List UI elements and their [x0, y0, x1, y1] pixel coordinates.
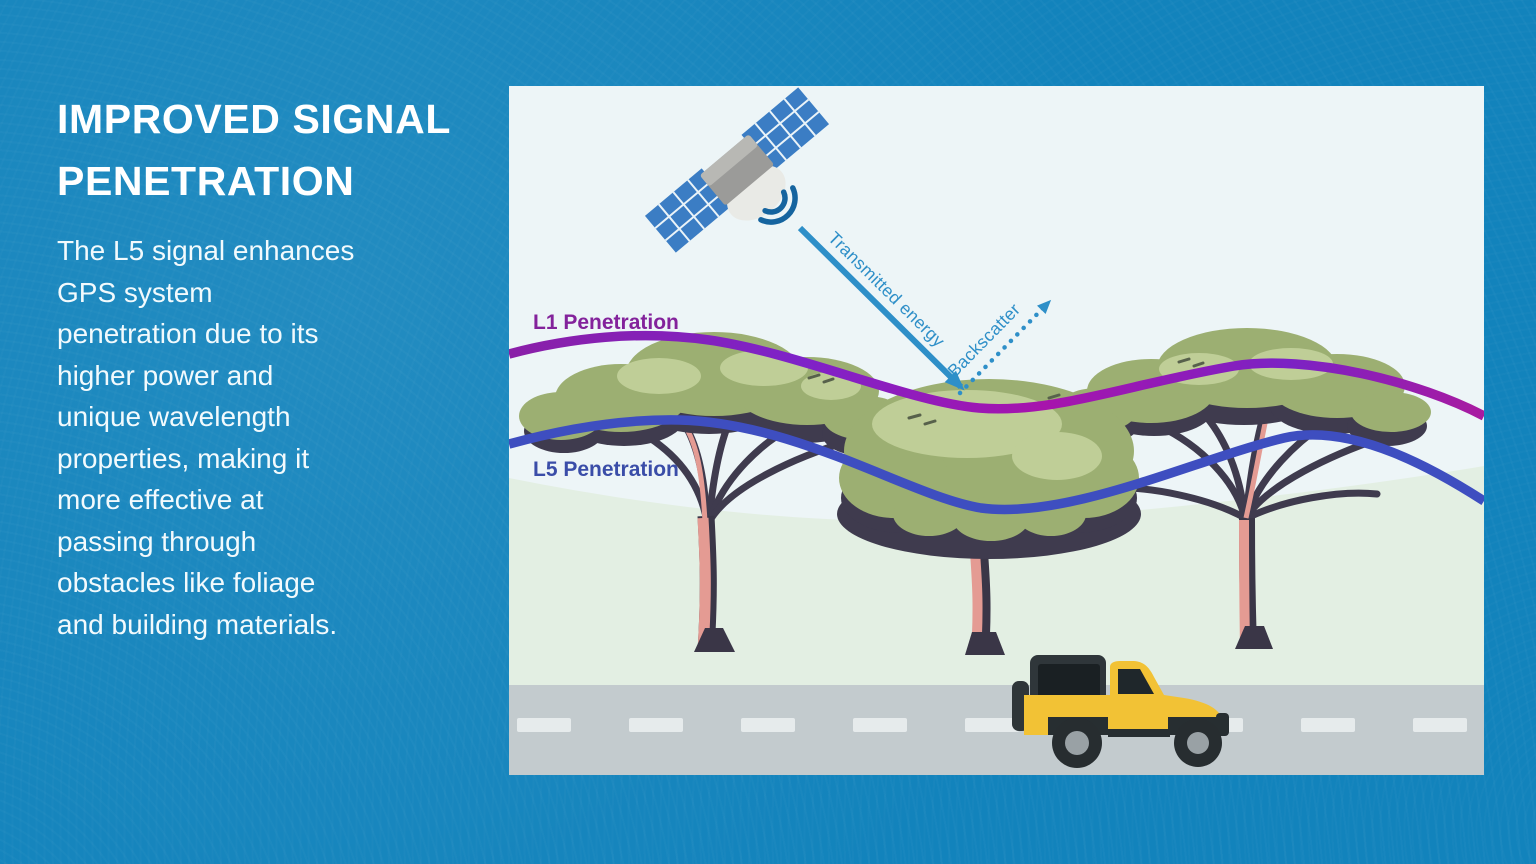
signal-waves-icon: [758, 185, 798, 225]
road: [509, 685, 1484, 775]
body-paragraph: The L5 signal enhances GPS system penetr…: [57, 235, 355, 640]
text-column: IMPROVED SIGNAL PENETRATION The L5 signa…: [57, 88, 497, 645]
l1-penetration-label: L1 Penetration: [533, 311, 679, 334]
backscatter-arrow: Backscatter: [944, 299, 1052, 396]
transmitted-energy-label: Transmitted energy: [824, 228, 949, 351]
diagram-illustration: L1 Penetration L5 Penetration: [509, 87, 1484, 775]
road-dashes: [517, 718, 1467, 732]
satellite-icon: [644, 87, 830, 253]
l5-penetration-line: [509, 415, 1484, 515]
page-title: IMPROVED SIGNAL PENETRATION: [57, 96, 451, 204]
l1-penetration-line: [509, 330, 1484, 421]
jeep-icon: [1012, 655, 1229, 768]
diagram-panel: L1 Penetration L5 Penetration: [509, 86, 1484, 775]
l5-penetration-label: L5 Penetration: [533, 458, 679, 481]
